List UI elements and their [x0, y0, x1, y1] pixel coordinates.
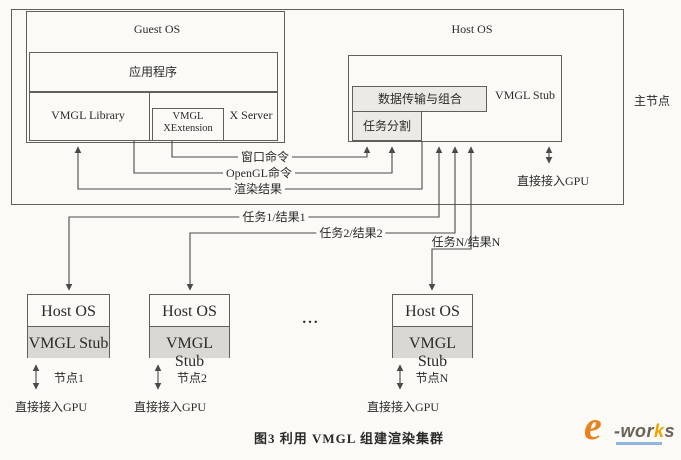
eworks-logo-part2: s [664, 421, 676, 441]
node2-name: 节点2 [176, 371, 208, 385]
nodeN-vmgl-stub: VMGL Stub [393, 327, 472, 370]
task-split-box [352, 111, 422, 141]
task2-label: 任务2/结果2 [316, 226, 386, 240]
eworks-logo-word: -works [614, 422, 675, 440]
gpu-node1-label: 直接接入GPU [14, 400, 88, 414]
node1-vmgl-stub: VMGL Stub [28, 327, 109, 358]
eworks-logo-k: k [654, 421, 665, 441]
gpu-nodeN-label: 直接接入GPU [366, 400, 440, 414]
x-server-label: X Server [229, 108, 273, 122]
figure-caption: 图3 利用 VMGL 组建渲染集群 [254, 431, 444, 446]
eworks-logo-part1: -wor [614, 421, 654, 441]
vmgl-xextension-box [152, 108, 224, 141]
nodeN-hostos: Host OS [393, 295, 472, 327]
application-box [29, 52, 278, 92]
vmgl-stub-main-label: VMGL Stub [495, 88, 555, 102]
node2-box: Host OS VMGL Stub [149, 294, 230, 370]
data-combine-box [352, 86, 487, 112]
guest-os-title: Guest OS [133, 22, 181, 36]
node1-hostos: Host OS [28, 295, 109, 327]
gpu-access-main-label: 直接接入GPU [516, 174, 590, 188]
vmgl-library-label: VMGL Library [51, 108, 125, 122]
eworks-logo-e: e [584, 403, 602, 448]
application-label: 应用程序 [128, 65, 178, 79]
render-result-label: 渲染结果 [230, 182, 286, 196]
node1-box: Host OS VMGL Stub [27, 294, 110, 358]
vmgl-stub-main-box [348, 55, 562, 142]
opengl-cmd-label: OpenGL命令 [223, 166, 295, 180]
task1-label: 任务1/结果1 [239, 210, 309, 224]
vmgl-xextension-label-line2: XExtension [163, 123, 213, 134]
vmgl-xextension-label-line1: VMGL [172, 111, 204, 122]
node2-vmgl-stub: VMGL Stub [150, 327, 229, 370]
nodes-ellipsis: ... [302, 311, 320, 327]
host-os-title: Host OS [451, 22, 493, 36]
eworks-logo: e -works [584, 403, 680, 456]
library-xserver-divider [149, 93, 150, 140]
node2-hostos: Host OS [150, 295, 229, 327]
nodeN-name: 节点N [415, 371, 449, 385]
gpu-node2-label: 直接接入GPU [133, 400, 207, 414]
eworks-logo-underline [616, 442, 662, 445]
task-split-label: 任务分割 [362, 119, 412, 133]
nodeN-box: Host OS VMGL Stub [392, 294, 473, 370]
data-combine-label: 数据传输与组合 [377, 92, 463, 106]
main-node-label: 主节点 [633, 94, 671, 108]
window-cmd-label: 窗口命令 [237, 150, 293, 164]
taskN-label: 任务N/结果N [431, 235, 501, 249]
node1-name: 节点1 [53, 371, 85, 385]
